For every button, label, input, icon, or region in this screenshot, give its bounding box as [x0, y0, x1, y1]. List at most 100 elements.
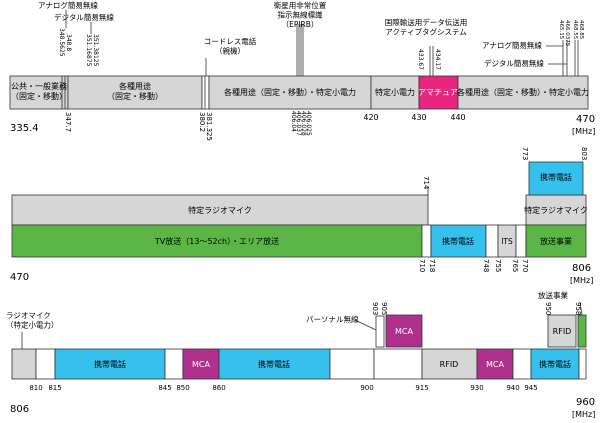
row3-raised-rfid	[547, 314, 577, 348]
analog-top-annotation: アナログ簡易無線	[38, 0, 98, 10]
row1-freq-381-325: 381.325	[205, 112, 213, 141]
row2-freq-710: 710	[418, 259, 426, 272]
row3-raised-mca-label: MCA	[395, 327, 413, 336]
row2-end-label: 806	[572, 263, 591, 274]
row2-freq-770: 770	[521, 259, 529, 272]
row3-band-mobile-1	[54, 348, 166, 380]
row2-start-label: 470	[10, 272, 29, 283]
row3-freq-945: 945	[524, 384, 537, 392]
row3-raised-broadcast	[577, 314, 587, 348]
row3-radio-mic-annotation: ラジオマイク（特定小電力）	[6, 311, 59, 329]
top-freq-434-17: 434.17	[434, 49, 441, 70]
row2-upper-mobile-label: 携帯電話	[540, 172, 572, 182]
row3-raised-rfid-label: RFID	[553, 327, 572, 336]
row1-freq-347-7: 347.7	[64, 112, 72, 132]
epirb-annotation: 衛星用非常位置指示無線標識（EPIRB）	[274, 0, 327, 29]
row3-freq-845: 845	[158, 384, 171, 392]
row3-freq-860: 860	[212, 384, 225, 392]
row3-top-950: 950	[544, 302, 552, 315]
row3-top-903: 903	[371, 302, 379, 315]
row2-lower-tv	[11, 224, 423, 258]
row1-band-various-1	[67, 75, 203, 110]
row2-lower-gap-1	[421, 224, 432, 258]
right-freq-468-85: 468.85	[578, 20, 584, 40]
row1-band-various-2	[208, 75, 372, 110]
row1-band-various-3	[457, 75, 589, 110]
right-freq-466-0375: 466.0375	[564, 20, 570, 47]
row3-freq-940: 940	[506, 384, 519, 392]
row3-band-mobile-3	[530, 348, 580, 380]
row2-unit-label: [MHz]	[570, 276, 593, 285]
row3-group: MCA RFID 携帯電話 MCA 携帯電話 RFID MCA 携帯電話 ラジオ…	[6, 290, 595, 419]
row1-band-public-label: 公共・一般業務（固定・移動）	[11, 81, 67, 101]
row3-broadcast-leader	[579, 301, 583, 316]
digital-right-annotation: デジタル簡易無線	[484, 58, 544, 68]
row1-group: 公共・一般業務（固定・移動） 各種用途（固定・移動） 各種用途（固定・移動）・特…	[9, 0, 595, 141]
row2-upper-radio-mic-label: 特定ラジオマイク	[188, 205, 252, 215]
row1-band-amateur	[418, 75, 459, 110]
right-freq-468-55: 468.55	[572, 20, 578, 40]
row3-band-gap-4	[373, 348, 423, 380]
row2-top-773: 773	[521, 147, 529, 160]
row2-group: 特定ラジオマイク 特定ラジオマイク 携帯電話 714 773 803 TV放送（…	[10, 147, 593, 285]
row3-band-mca-2	[476, 348, 514, 380]
row3-band-mobile-2	[218, 348, 331, 380]
row3-unit-label: [MHz]	[572, 410, 595, 419]
row2-lower-tv-label: TV放送（13～52ch）・エリア放送	[154, 236, 279, 246]
top-freq-348-5625: 348.5625	[58, 28, 65, 57]
row2-top-714: 714	[422, 176, 430, 190]
row1-freq-420: 420	[363, 113, 378, 122]
row3-personal-annotation: パーソナル無線	[306, 314, 359, 324]
row3-band-mca-1	[182, 348, 220, 380]
row3-freq-915: 915	[415, 384, 428, 392]
row3-freq-930: 930	[470, 384, 483, 392]
row3-band-gap-1	[35, 348, 56, 380]
row3-freq-810: 810	[29, 384, 42, 392]
row2-freq-765: 765	[511, 259, 519, 272]
row2-lower-gap-3	[515, 224, 527, 258]
epirb-freq-3: 406.028	[300, 111, 307, 136]
row1-band-public	[9, 75, 69, 110]
row2-upper-mobile	[528, 161, 584, 196]
row2-lower-broadcast	[525, 224, 587, 258]
epirb-freq-1: 406.04	[290, 111, 297, 132]
row2-top-803: 803	[580, 147, 588, 160]
row3-band-mca-2-label: MCA	[486, 360, 504, 369]
row1-freq-430: 430	[411, 113, 426, 122]
row2-upper-radio-mic-right-label: 特定ラジオマイク	[524, 205, 588, 215]
row1-band-various-1-label: 各種用途（固定・移動）	[107, 81, 163, 101]
row3-band-mobile-2-label: 携帯電話	[258, 359, 290, 369]
row2-freq-718: 718	[428, 259, 436, 272]
row1-band-low-power-label: 特定小電力	[375, 87, 415, 97]
row1-end-label: 470	[576, 114, 595, 125]
top-freq-348-8: 348.8	[65, 34, 72, 51]
row1-band-gap	[201, 75, 210, 110]
row3-personal-leader	[354, 319, 377, 331]
right-freq-465-15: 465.15	[558, 20, 564, 40]
cordless-annotation: コードレス電話（親機）	[204, 36, 257, 55]
row3-band-gap-2	[164, 348, 184, 380]
epirb-freq-4: 406.025	[305, 111, 312, 136]
row3-band-mobile-1-label: 携帯電話	[94, 359, 126, 369]
row1-unit-label: [MHz]	[572, 127, 595, 136]
row3-freq-900: 900	[360, 384, 373, 392]
row3-band-gap-6	[578, 348, 587, 380]
row3-top-958: 958	[574, 302, 582, 315]
epirb-freq-2: 406.037	[295, 111, 302, 136]
row3-top-905: 905	[380, 302, 388, 315]
row3-start-label: 806	[10, 404, 29, 415]
row3-band-gap-3	[329, 348, 375, 380]
row1-band-various-2-label: 各種用途（固定・移動）・特定小電力	[224, 87, 356, 97]
top-freq-351-38125: 351.38125	[92, 34, 99, 67]
row2-freq-755: 755	[494, 259, 502, 272]
row1-band-amateur-label: アマチュア	[418, 88, 458, 97]
row2-lower-its-label: ITS	[501, 237, 513, 246]
row3-raised-personal	[375, 315, 385, 348]
row3-freq-815: 815	[48, 384, 61, 392]
row3-end-label: 960	[576, 397, 595, 408]
row3-band-rfid	[421, 348, 478, 380]
row3-band-gap-5	[512, 348, 532, 380]
row1-freq-380-2: 380.2	[198, 112, 206, 132]
